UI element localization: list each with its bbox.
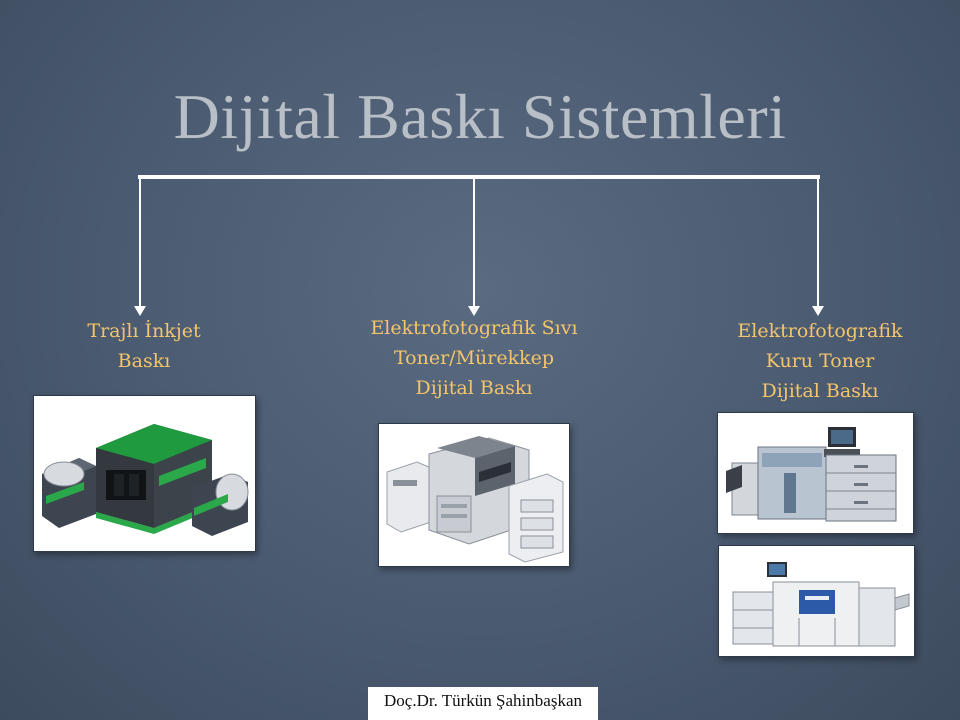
liquid-toner-press-photo bbox=[378, 423, 570, 567]
branch-label-liquid-toner: Elektrofotografik Sıvı Toner/Mürekkep Di… bbox=[370, 317, 578, 399]
dry-toner-press-photo-1 bbox=[717, 412, 914, 534]
branch-label-dry-toner: Elektrofotografik Kuru Toner Dijital Bas… bbox=[737, 320, 903, 402]
branch-label-inkjet: Trajlı İnkjet Baskı bbox=[87, 320, 201, 372]
dry-toner-press-photo-2 bbox=[718, 545, 915, 657]
slide-title: Dijital Baskı Sistemleri bbox=[173, 81, 787, 152]
inkjet-press-photo bbox=[33, 395, 256, 552]
author-footer: Doç.Dr. Türkün Şahinbaşkan bbox=[368, 687, 598, 720]
